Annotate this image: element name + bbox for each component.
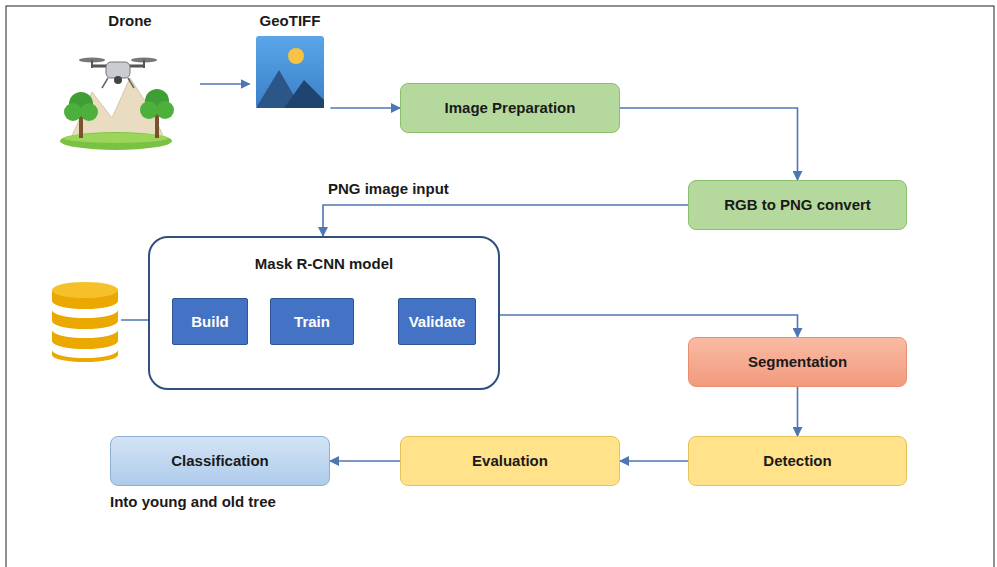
caption-note: Into young and old tree (110, 493, 276, 511)
node-heading: Drone (108, 12, 151, 30)
flow-arrow (620, 460, 688, 462)
node-label: Validate (409, 313, 466, 331)
image-node: GeoTIFF (250, 12, 331, 110)
process-box: Detection (688, 436, 907, 486)
node-label: Segmentation (748, 353, 847, 371)
flow-arrow (323, 205, 688, 236)
node-label: Build (191, 313, 229, 331)
node-label: Classification (171, 452, 269, 470)
process-box: Evaluation (400, 436, 620, 486)
step-box: Build (172, 298, 248, 345)
node-label: Train (294, 313, 330, 331)
process-box: RGB to PNG convert (688, 180, 907, 230)
model-container: Mask R-CNN modelBuild Train Validate (148, 236, 500, 390)
process-box: Classification (110, 436, 330, 486)
edge-label: PNG image input (326, 180, 451, 198)
node-label: RGB to PNG convert (724, 196, 871, 214)
flow-arrow (797, 387, 799, 436)
drone-illustration (60, 58, 174, 151)
node-heading: GeoTIFF (260, 12, 321, 30)
step-box: Train (270, 298, 354, 345)
flow-arrow (330, 107, 400, 109)
database-icon (52, 282, 118, 362)
node-heading: Mask R-CNN model (255, 255, 393, 273)
flow-arrow (200, 83, 250, 85)
process-box: Segmentation (688, 337, 907, 387)
drone-node: Drone (60, 12, 200, 150)
node-label: Image Preparation (445, 99, 576, 117)
flow-arrow (620, 108, 798, 180)
flow-arrow (500, 315, 798, 337)
process-box: Image Preparation (400, 83, 620, 133)
image-icon (256, 36, 324, 108)
node-label: Detection (763, 452, 831, 470)
node-label: Evaluation (472, 452, 548, 470)
flow-arrow (330, 460, 400, 462)
step-box: Validate (398, 298, 476, 345)
figure-frame (6, 6, 994, 567)
